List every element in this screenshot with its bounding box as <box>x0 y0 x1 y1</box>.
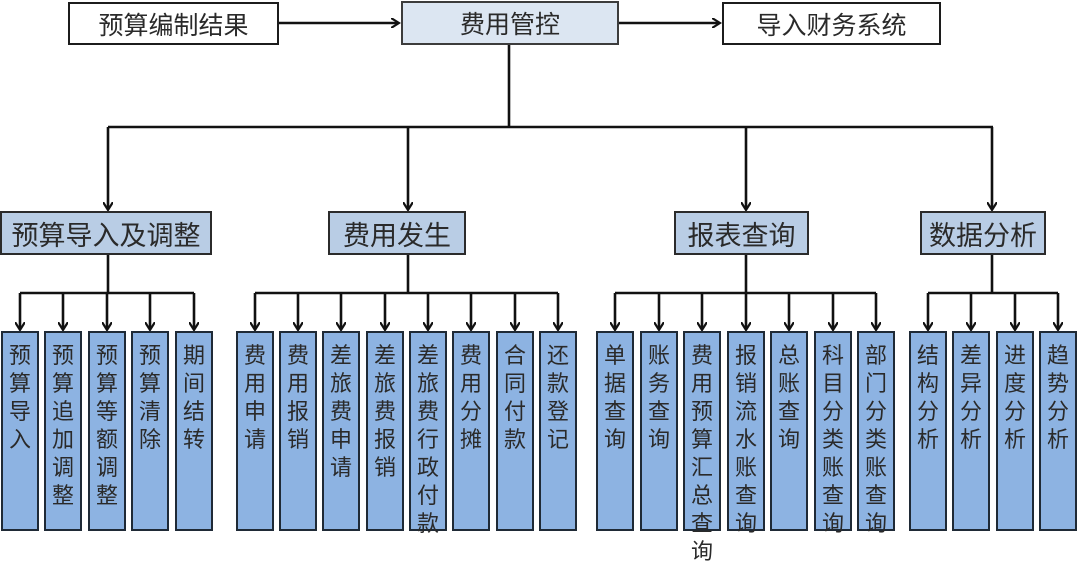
leaf-box: 期间结转 <box>175 331 213 531</box>
leaf-label: 差旅费申请 <box>329 344 352 481</box>
category-label: 预算导入及调整 <box>11 220 201 252</box>
leaf-box: 总账查询 <box>770 331 808 531</box>
category-data-analysis: 数据分析 <box>920 211 1046 255</box>
import-finance-box: 导入财务系统 <box>722 2 941 45</box>
budget-result-label: 预算编制结果 <box>98 10 249 40</box>
category-label: 报表查询 <box>687 220 796 252</box>
import-finance-label: 导入财务系统 <box>756 10 907 40</box>
leaf-label: 报销流水账查询 <box>734 344 757 537</box>
leaf-box: 账务查询 <box>640 331 678 531</box>
leaf-label: 费用申请 <box>243 344 266 453</box>
leaf-box: 结构分析 <box>909 331 947 531</box>
leaf-label: 差旅费报销 <box>373 344 396 481</box>
leaf-box: 预算追加调整 <box>44 331 82 531</box>
leaf-label: 合同付款 <box>503 344 526 453</box>
leaf-box: 部门分类账查询 <box>857 331 895 537</box>
leaf-box: 费用预算汇总查询 <box>683 331 721 565</box>
leaf-box: 差异分析 <box>952 331 990 531</box>
leaf-label: 总账查询 <box>777 344 800 453</box>
expense-control-label: 费用管控 <box>459 10 560 39</box>
leaf-label: 部门分类账查询 <box>864 344 887 537</box>
expense-control-box: 费用管控 <box>401 1 619 45</box>
leaf-label: 预算导入 <box>8 344 31 453</box>
leaf-box: 差旅费行政付款 <box>409 331 447 537</box>
leaf-label: 预算清除 <box>138 344 161 453</box>
leaf-label: 预算追加调整 <box>51 344 74 509</box>
leaf-box: 预算等额调整 <box>88 331 126 531</box>
leaf-box: 趋势分析 <box>1039 331 1077 531</box>
leaf-box: 费用分摊 <box>452 331 490 531</box>
leaf-label: 费用分摊 <box>459 344 482 453</box>
category-label: 费用发生 <box>343 220 451 252</box>
leaf-box: 费用报销 <box>279 331 317 531</box>
leaf-label: 趋势分析 <box>1046 344 1069 453</box>
leaf-label: 进度分析 <box>1003 344 1026 453</box>
leaf-box: 合同付款 <box>496 331 534 531</box>
leaf-box: 费用申请 <box>236 331 274 531</box>
leaf-box: 预算清除 <box>131 331 169 531</box>
leaf-label: 预算等额调整 <box>95 344 118 509</box>
leaf-box: 差旅费申请 <box>322 331 360 531</box>
leaf-label: 单据查询 <box>603 344 626 453</box>
category-expense-occur: 费用发生 <box>328 211 466 255</box>
leaf-label: 费用预算汇总查询 <box>690 344 713 565</box>
category-report-query: 报表查询 <box>674 211 809 255</box>
leaf-box: 报销流水账查询 <box>727 331 765 537</box>
leaf-box: 科目分类账查询 <box>814 331 852 537</box>
leaf-label: 还款登记 <box>546 344 569 453</box>
category-budget-import: 预算导入及调整 <box>0 211 212 255</box>
budget-result-box: 预算编制结果 <box>68 2 279 45</box>
leaf-label: 结构分析 <box>916 344 939 453</box>
leaf-box: 差旅费报销 <box>366 331 404 531</box>
leaf-label: 差异分析 <box>959 344 982 453</box>
category-label: 数据分析 <box>929 220 1037 252</box>
leaf-label: 科目分类账查询 <box>821 344 844 537</box>
leaf-box: 预算导入 <box>1 331 39 531</box>
leaf-box: 单据查询 <box>596 331 634 531</box>
leaf-box: 还款登记 <box>539 331 577 531</box>
leaf-box: 进度分析 <box>996 331 1034 531</box>
leaf-label: 账务查询 <box>647 344 670 453</box>
leaf-label: 差旅费行政付款 <box>416 344 439 537</box>
leaf-label: 期间结转 <box>182 344 205 453</box>
leaf-label: 费用报销 <box>286 344 309 453</box>
